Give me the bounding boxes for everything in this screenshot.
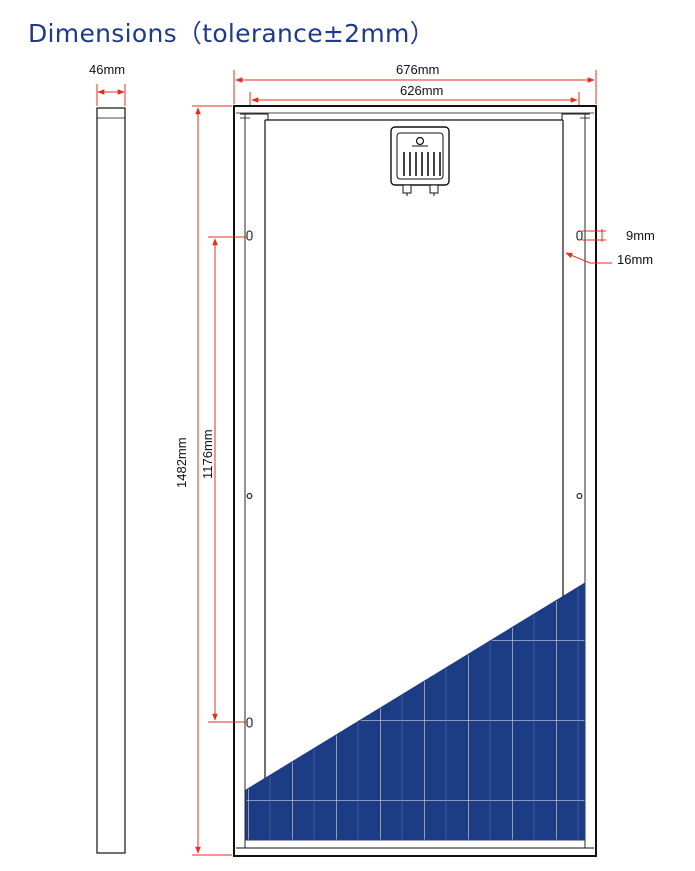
- page-title: Dimensions（tolerance±2mm）: [28, 19, 435, 48]
- junction-box: [390, 126, 450, 196]
- ground-hole-right: [576, 493, 583, 499]
- mount-hole-top-right: [576, 230, 583, 241]
- hole-spacing-label: 1176mm: [200, 429, 215, 479]
- mounting-holes: [246, 230, 583, 728]
- overall-width-label: 676mm: [396, 62, 439, 77]
- thickness-label: 46mm: [89, 62, 125, 77]
- inner-width-label: 626mm: [400, 83, 443, 98]
- side-profile: [96, 84, 126, 854]
- hole-width-label: 9mm: [626, 228, 655, 243]
- hole-detail-dimensions: [565, 229, 612, 264]
- overall-height-label: 1482mm: [174, 437, 189, 488]
- mount-hole-top-left: [246, 230, 253, 241]
- width-dimensions: [233, 70, 597, 116]
- hole-offset-label: 16mm: [617, 252, 653, 267]
- mount-hole-bottom-left: [246, 717, 253, 728]
- height-dimensions: [192, 105, 246, 856]
- ground-hole-left: [246, 493, 253, 499]
